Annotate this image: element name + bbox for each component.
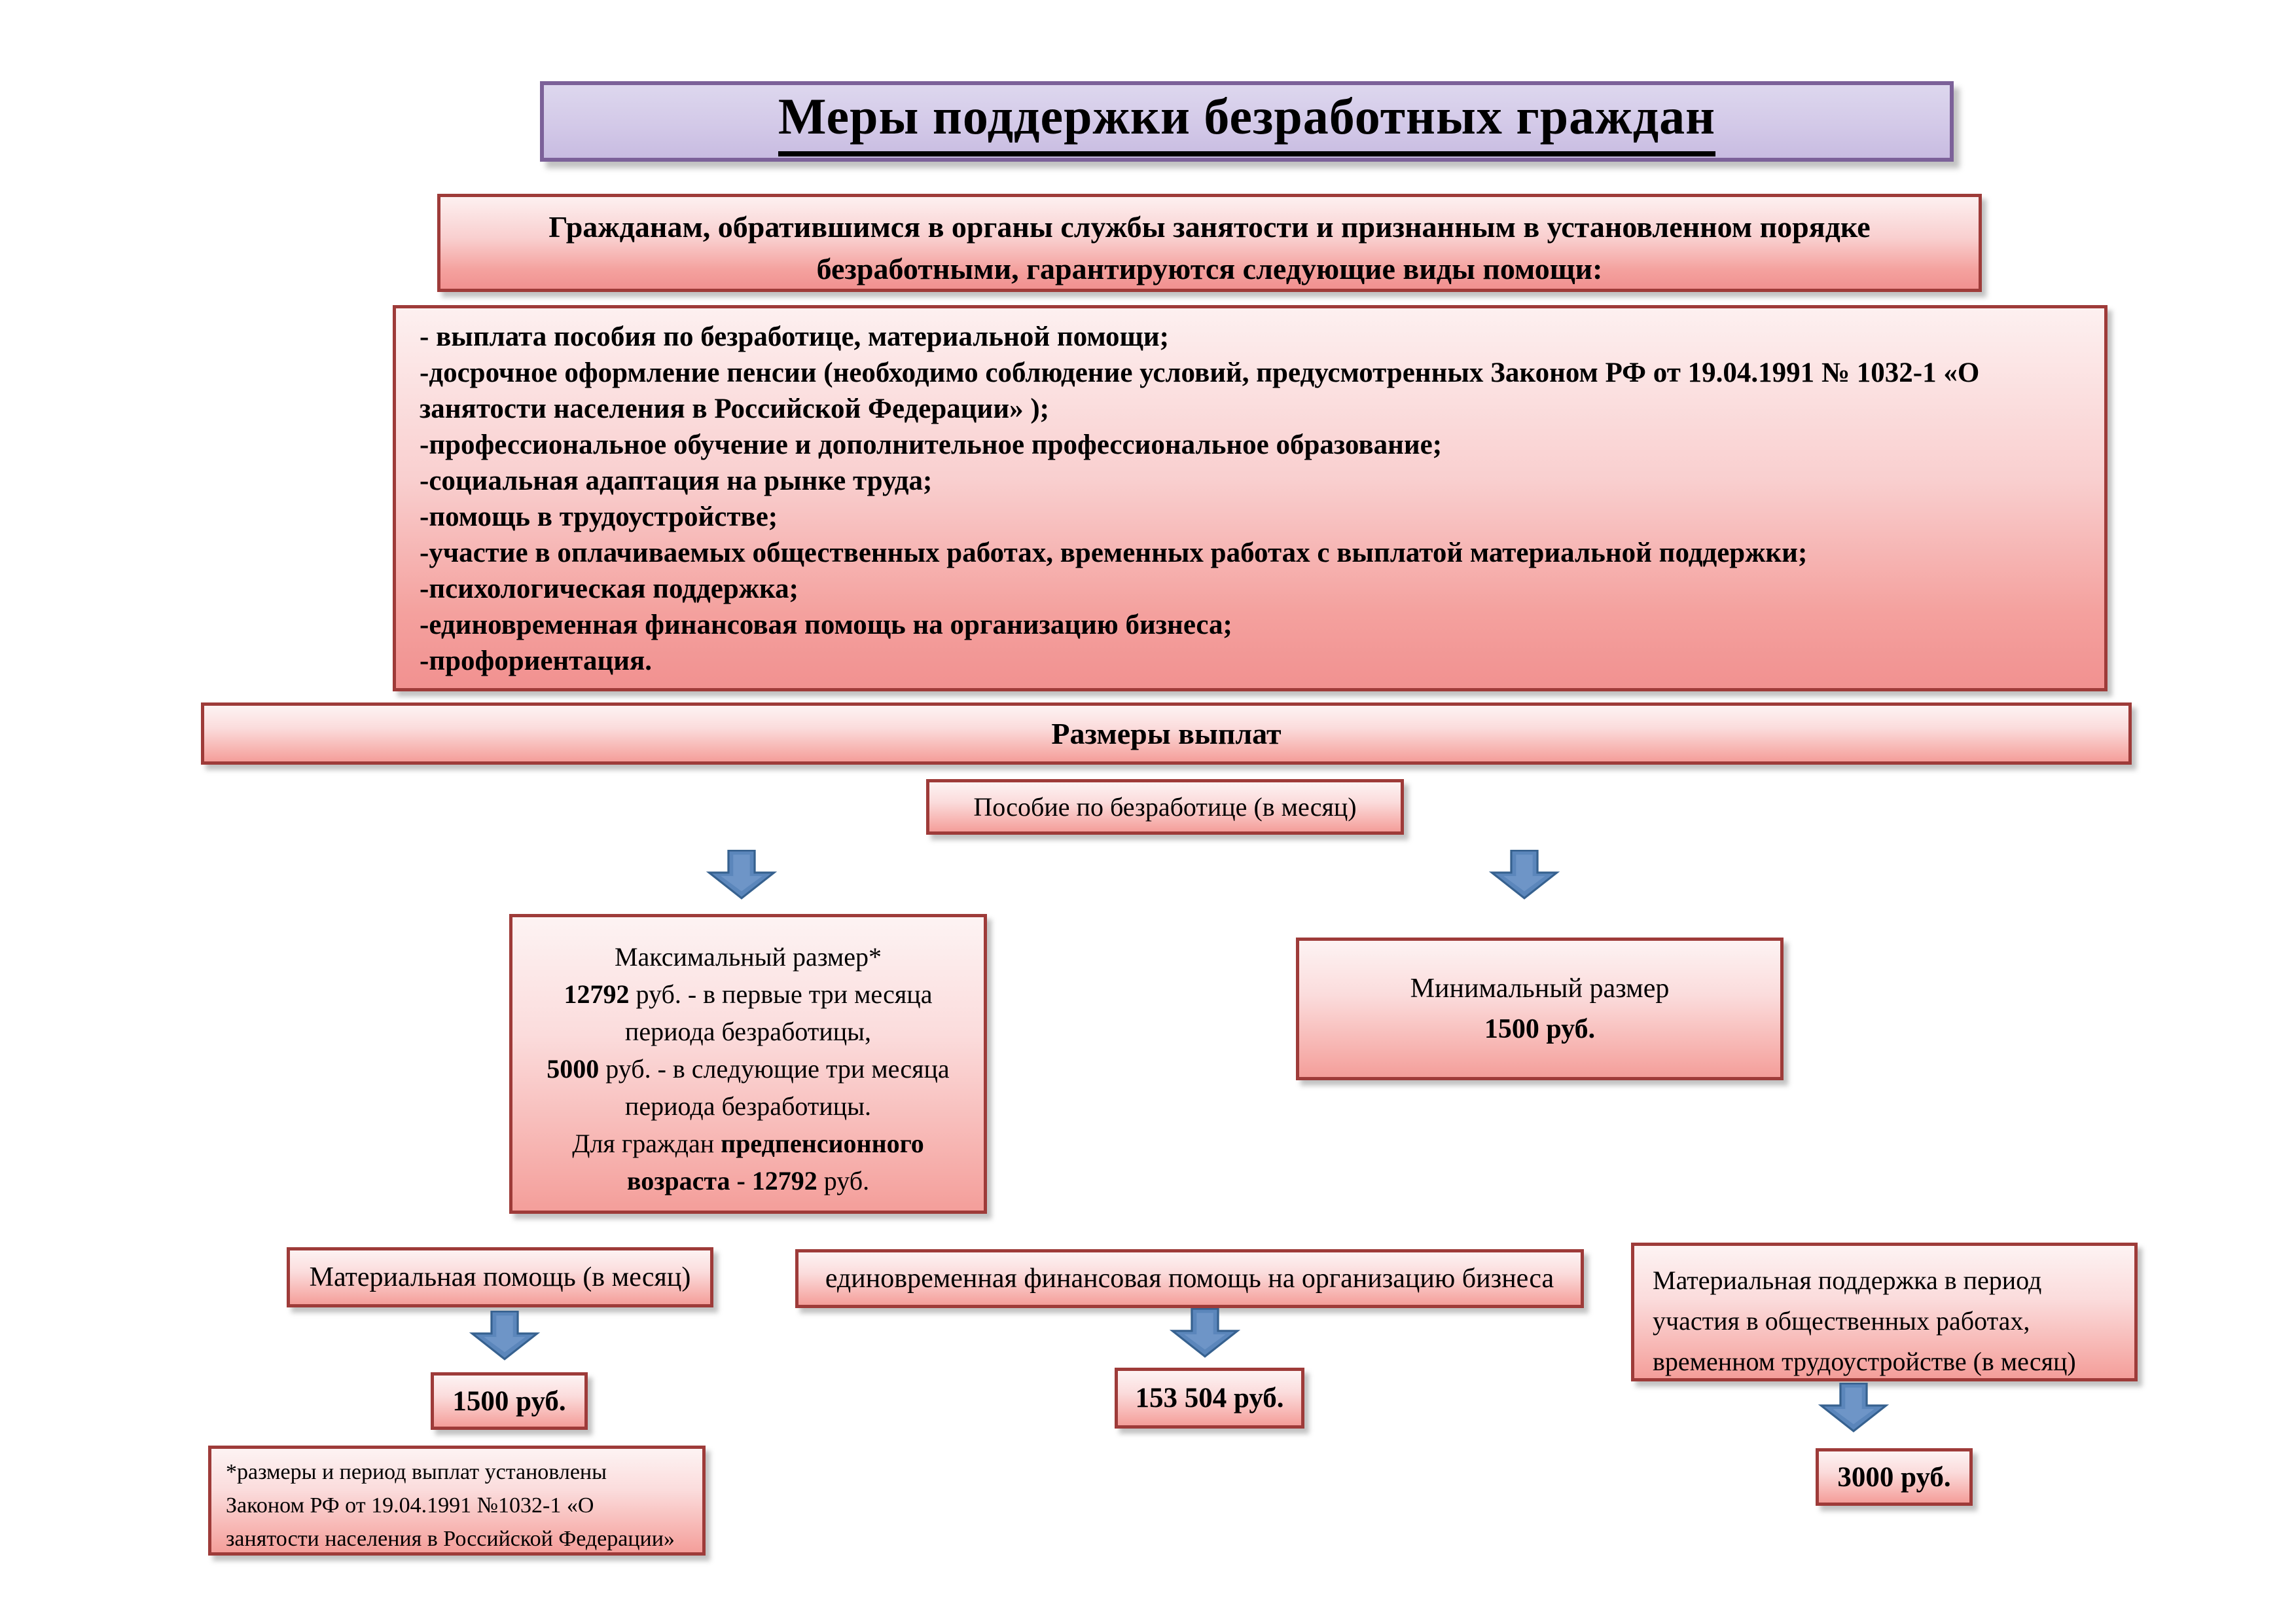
benefit-item: - выплата пособия по безработице, матери…: [420, 321, 1169, 352]
benefit-item: -психологическая поддержка;: [420, 574, 798, 604]
business-aid-header-box: единовременная финансовая помощь на орга…: [795, 1249, 1584, 1308]
business-aid-amount-box: 153 504 руб.: [1115, 1368, 1304, 1429]
public-works-support-amount-box: 3000 руб.: [1816, 1448, 1973, 1506]
material-aid-amount-box: 1500 руб.: [431, 1372, 588, 1430]
payments-sizes-bar: Размеры выплат: [201, 702, 2132, 765]
down-arrow-icon: [1488, 850, 1560, 900]
business-aid-header: единовременная финансовая помощь на орга…: [825, 1264, 1554, 1294]
unemployment-benefit-label-box: Пособие по безработице (в месяц): [926, 779, 1404, 835]
down-arrow-icon: [469, 1311, 541, 1360]
material-aid-header: Материальная помощь (в месяц): [309, 1262, 691, 1292]
max-size-prepension: Для граждан предпенсионного возраста - 1…: [572, 1129, 924, 1195]
public-works-support-header-box: Материальная поддержка в период участия …: [1631, 1243, 2138, 1381]
down-arrow-icon: [706, 850, 778, 900]
benefit-item: -единовременная финансовая помощь на орг…: [420, 610, 1232, 640]
payments-sizes-label: Размеры выплат: [1051, 717, 1282, 750]
page-title: Меры поддержки безработных граждан: [778, 87, 1716, 156]
benefits-box: - выплата пособия по безработице, матери…: [393, 305, 2108, 691]
unemployment-benefit-label: Пособие по безработице (в месяц): [973, 792, 1357, 822]
benefit-item: -социальная адаптация на рынке труда;: [420, 465, 933, 496]
page-title-box: Меры поддержки безработных граждан: [540, 81, 1954, 162]
benefit-item: -профессиональное обучение и дополнитель…: [420, 429, 1443, 460]
material-aid-header-box: Материальная помощь (в месяц): [287, 1247, 713, 1307]
benefit-item: -участие в оплачиваемых общественных раб…: [420, 538, 1808, 568]
min-size-title: Минимальный размер: [1410, 974, 1670, 1004]
benefit-item: -профориентация.: [420, 646, 653, 676]
footnote-box: *размеры и период выплат установлены Зак…: [208, 1446, 706, 1556]
footnote-line: Законом РФ от 19.04.1991 №1032-1 «О: [226, 1493, 594, 1518]
max-size-box: Максимальный размер* 12792 руб. - в перв…: [509, 914, 987, 1214]
footnote-line: занятости населения в Российской Федерац…: [226, 1527, 675, 1551]
down-arrow-icon: [1169, 1308, 1241, 1358]
max-size-first-period: 12792 руб. - в первые три месяца периода…: [564, 979, 933, 1046]
benefit-item: -помощь в трудоустройстве;: [420, 501, 778, 532]
footnote-line: *размеры и период выплат установлены: [226, 1460, 607, 1484]
benefit-item: -досрочное оформление пенсии (необходимо…: [420, 357, 1980, 424]
intro-box: Гражданам, обратившимся в органы службы …: [437, 194, 1982, 292]
down-arrow-icon: [1818, 1383, 1890, 1432]
min-size-box: Минимальный размер 1500 руб.: [1296, 938, 1784, 1080]
material-aid-amount: 1500 руб.: [452, 1385, 566, 1417]
max-size-second-period: 5000 руб. - в следующие три месяца перио…: [547, 1054, 950, 1121]
public-works-support-amount: 3000 руб.: [1837, 1461, 1951, 1493]
public-works-support-header: Материальная поддержка в период участия …: [1653, 1266, 2076, 1376]
max-size-title: Максимальный размер*: [614, 942, 882, 972]
min-size-amount: 1500 руб.: [1484, 1014, 1596, 1044]
intro-text: Гражданам, обратившимся в органы службы …: [548, 210, 1871, 285]
business-aid-amount: 153 504 руб.: [1135, 1383, 1284, 1413]
